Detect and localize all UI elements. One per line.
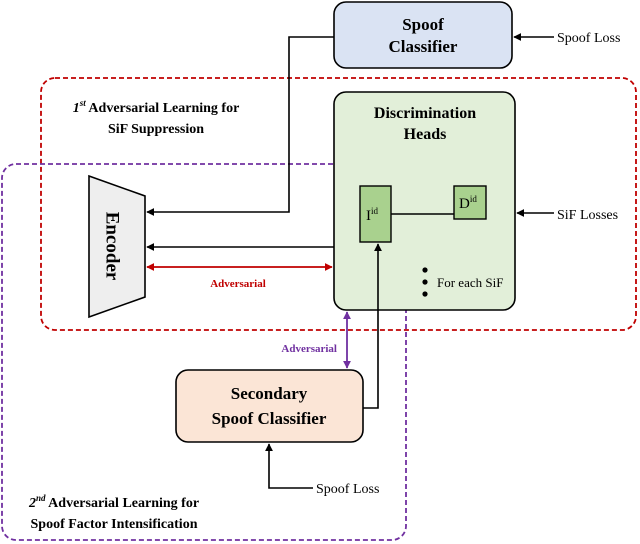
region1-title-line1: 1st Adversarial Learning for <box>73 98 240 116</box>
for-each-sif-label: For each SiF <box>437 275 503 290</box>
spoof-classifier-line1: Spoof <box>402 15 444 34</box>
region-sif-suppression <box>40 77 637 331</box>
secondary-spoof-classifier-box <box>175 369 364 443</box>
dot-3 <box>422 291 428 297</box>
encoder-label: Encoder <box>102 212 123 281</box>
d-id-block <box>453 185 487 220</box>
region2-title-line2: Spoof Factor Intensification <box>31 517 198 532</box>
spoof-classifier-box <box>333 1 513 69</box>
encoder-shape <box>88 174 146 319</box>
secondary-to-i-id-arrow <box>363 243 382 409</box>
secondary-line1: Secondary <box>231 384 308 403</box>
dot-2 <box>422 279 428 285</box>
discrimination-heads-line2: Heads <box>404 126 447 143</box>
spoof-loss-bottom-arrow <box>265 443 313 489</box>
region2-title-line1: 2nd Adversarial Learning for <box>28 493 199 511</box>
region-spoof-factor-intensification <box>1 163 407 541</box>
region1-title-line2: SiF Suppression <box>108 122 204 137</box>
secondary-line2: Spoof Classifier <box>212 409 327 428</box>
discrimination-heads-line1: Discrimination <box>374 105 476 122</box>
i-id-block <box>359 185 392 243</box>
i-id-label: Iid <box>366 206 379 224</box>
sif-losses-label: SiF Losses <box>557 208 618 223</box>
spoof-classifier-to-encoder-arrow <box>146 36 334 216</box>
spoof-loss-top-label: Spoof Loss <box>557 31 620 46</box>
spoof-loss-bottom-label: Spoof Loss <box>316 482 379 497</box>
d-id-label: Did <box>459 194 477 212</box>
spoof-classifier-line2: Classifier <box>389 37 458 56</box>
discrimination-heads-box <box>333 91 516 311</box>
dot-1 <box>422 267 428 273</box>
adversarial-purple-label: Adversarial <box>281 343 337 355</box>
adversarial-red-label: Adversarial <box>210 278 266 290</box>
